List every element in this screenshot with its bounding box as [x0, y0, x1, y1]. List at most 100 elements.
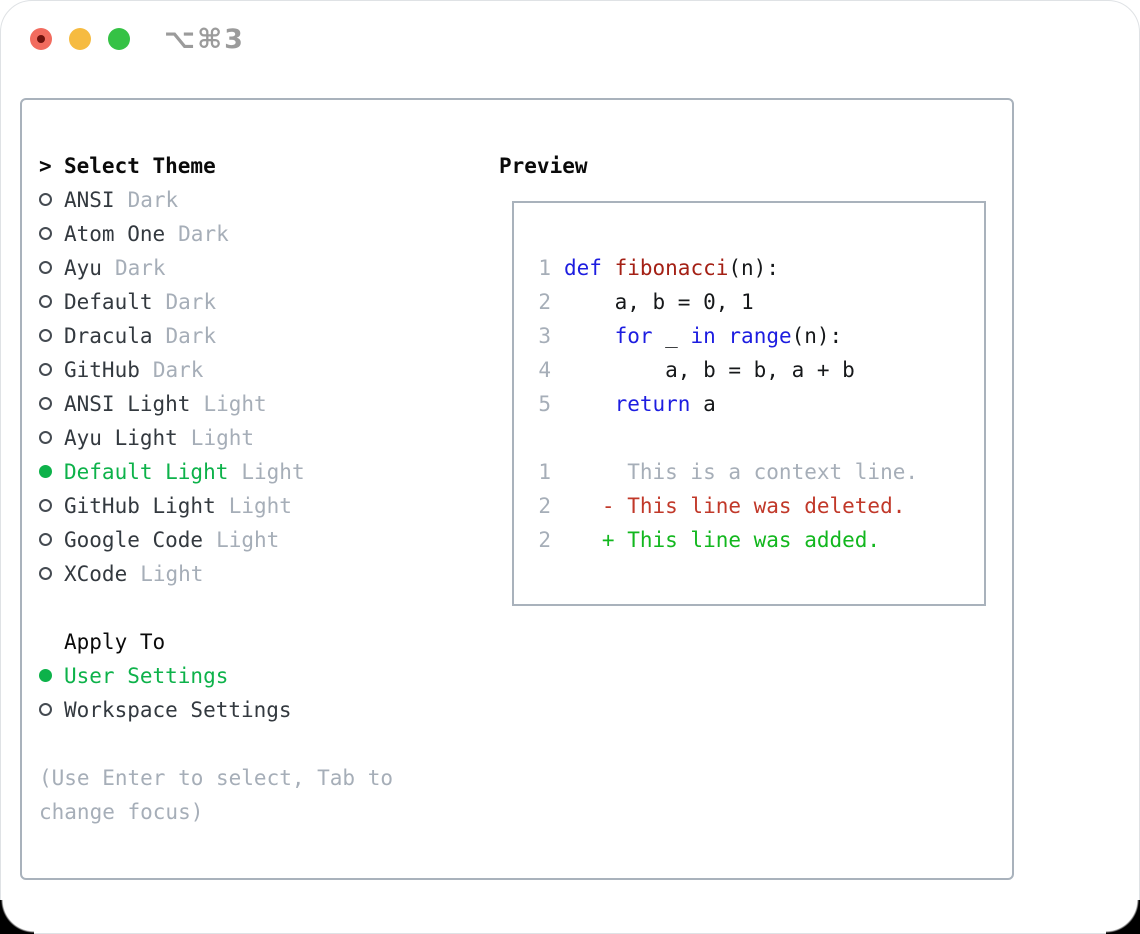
code-segment-pl: a — [690, 392, 716, 416]
code-segment-kw: range — [728, 324, 792, 348]
theme-variant: Light — [216, 528, 280, 552]
radio-unselected-icon — [39, 353, 64, 387]
code-line: 2 - This line was deleted. — [538, 489, 918, 523]
line-number: 3 — [538, 324, 551, 348]
theme-item[interactable]: Google Code Light — [39, 523, 393, 557]
code-line: 2 a, b = 0, 1 — [538, 285, 918, 319]
radio-unselected-icon — [39, 183, 64, 217]
theme-name: Ayu — [64, 256, 102, 280]
apply-to-option[interactable]: Workspace Settings — [39, 693, 393, 727]
spacer — [39, 591, 393, 625]
select-theme-heading: > Select Theme — [39, 149, 393, 183]
theme-name: GitHub — [64, 358, 140, 382]
theme-item[interactable]: GitHub Dark — [39, 353, 393, 387]
code-segment-pl: _ — [652, 324, 691, 348]
radio-unselected-icon — [39, 387, 64, 421]
line-number: 4 — [538, 358, 551, 382]
theme-variant: Dark — [152, 358, 204, 382]
theme-item[interactable]: Dracula Dark — [39, 319, 393, 353]
theme-variant: Dark — [165, 324, 217, 348]
apply-to-option-label: Workspace Settings — [64, 698, 292, 722]
radio-unselected-icon — [39, 217, 64, 251]
theme-item[interactable]: Ayu Dark — [39, 251, 393, 285]
minimize-traffic-light-icon[interactable] — [69, 28, 91, 50]
code-line — [538, 421, 918, 455]
code-segment-del: - This line was deleted. — [564, 494, 906, 518]
theme-variant: Dark — [178, 222, 229, 246]
radio-unselected-icon — [39, 251, 64, 285]
code-line: 4 a, b = b, a + b — [538, 353, 918, 387]
theme-name: Atom One — [64, 222, 166, 246]
theme-item[interactable]: XCode Light — [39, 557, 393, 591]
theme-variant: Dark — [127, 188, 179, 212]
radio-unselected-icon — [39, 557, 64, 591]
radio-unselected-icon — [39, 285, 64, 319]
theme-item[interactable]: ANSI Light Light — [39, 387, 393, 421]
preview-heading: Preview — [499, 154, 588, 178]
code-segment-pl: a, b = b, a + b — [564, 358, 855, 382]
radio-unselected-icon — [39, 421, 64, 455]
window-controls — [30, 28, 130, 50]
code-segment-pl: (n): — [728, 256, 779, 280]
theme-item[interactable]: Atom One Dark — [39, 217, 393, 251]
code-segment-pl — [564, 324, 615, 348]
code-line: 1 This is a context line. — [538, 455, 918, 489]
theme-name: XCode — [64, 562, 128, 586]
theme-name: Default — [64, 290, 153, 314]
code-segment-kw: for — [614, 324, 653, 348]
help-text-line-1: (Use Enter to select, Tab to — [39, 766, 394, 790]
theme-name: Google Code — [64, 528, 204, 552]
theme-item[interactable]: Ayu Light Light — [39, 421, 393, 455]
theme-name: Ayu Light — [64, 426, 178, 450]
radio-unselected-icon — [39, 523, 64, 557]
code-segment-kw: return — [614, 392, 691, 416]
theme-variant: Light — [140, 562, 204, 586]
theme-name: Default Light — [64, 460, 229, 484]
theme-name: Dracula — [64, 324, 153, 348]
line-number: 2 — [538, 290, 551, 314]
code-line: 5 return a — [538, 387, 918, 421]
code-segment-ctx: This is a context line. — [564, 460, 919, 484]
line-number: 1 — [538, 256, 551, 280]
theme-variant: Light — [203, 392, 267, 416]
select-theme-heading-label: Select Theme — [64, 154, 216, 178]
code-line: 3 for _ in range(n): — [538, 319, 918, 353]
radio-unselected-icon — [39, 693, 64, 727]
apply-to-option[interactable]: User Settings — [39, 659, 393, 693]
window-title: ⌥⌘3 — [164, 24, 245, 55]
radio-selected-icon — [39, 455, 64, 489]
code-segment-pl — [564, 392, 615, 416]
focus-cursor-icon: > — [39, 154, 52, 178]
code-segment-kw: def — [564, 256, 602, 280]
apply-to-heading: Apply To — [39, 625, 393, 659]
screen-corner-bottom-left — [0, 900, 34, 934]
line-number: 5 — [538, 392, 551, 416]
screen-corner-bottom-right — [1106, 900, 1140, 934]
apply-to-option-label: User Settings — [64, 664, 229, 688]
radio-unselected-icon — [39, 319, 64, 353]
theme-item[interactable]: Default Dark — [39, 285, 393, 319]
theme-variant: Light — [190, 426, 255, 450]
theme-variant: Light — [228, 494, 292, 518]
theme-variant: Dark — [165, 290, 217, 314]
code-segment-pl: (n): — [791, 324, 843, 348]
code-segment-pl: a, b = 0, 1 — [564, 290, 754, 314]
close-traffic-light-icon[interactable] — [30, 28, 52, 50]
code-segment-fn: fibonacci — [614, 256, 729, 280]
apply-to-heading-label: Apply To — [64, 630, 166, 654]
code-segment-kw: in — [690, 324, 716, 348]
radio-selected-icon — [39, 659, 64, 693]
spacer — [39, 727, 393, 761]
theme-name: ANSI Light — [64, 392, 191, 416]
code-segment-add: + This line was added. — [564, 528, 881, 552]
zoom-traffic-light-icon[interactable] — [108, 28, 130, 50]
theme-variant: Dark — [114, 256, 166, 280]
